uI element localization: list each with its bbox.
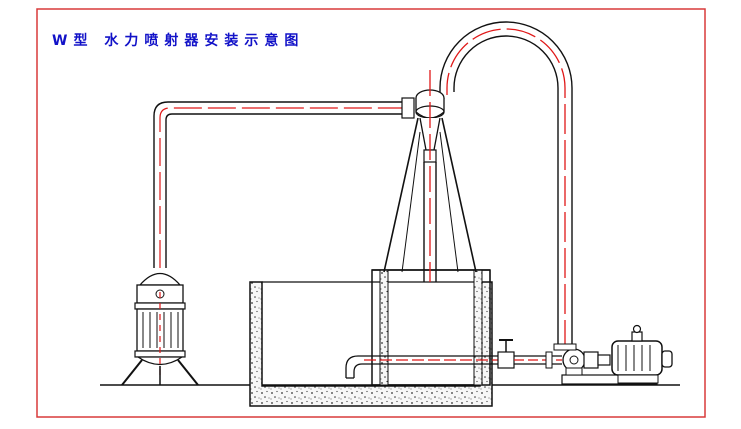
valve-icon — [497, 339, 515, 369]
discharge-pipe — [439, 21, 577, 351]
water-tank — [249, 269, 493, 407]
diagram-frame — [36, 8, 706, 418]
suction-pipe — [345, 339, 562, 379]
pump-motor-unit — [561, 324, 673, 385]
vacuum-line — [153, 97, 415, 268]
electric-motor-icon — [611, 324, 673, 384]
centrifugal-pump-icon — [562, 348, 611, 376]
water-jet-ejector-icon — [383, 70, 477, 282]
diagram-title: W型 水力喷射器安装示意图 — [52, 33, 305, 49]
separator-vessel-icon — [121, 272, 199, 386]
